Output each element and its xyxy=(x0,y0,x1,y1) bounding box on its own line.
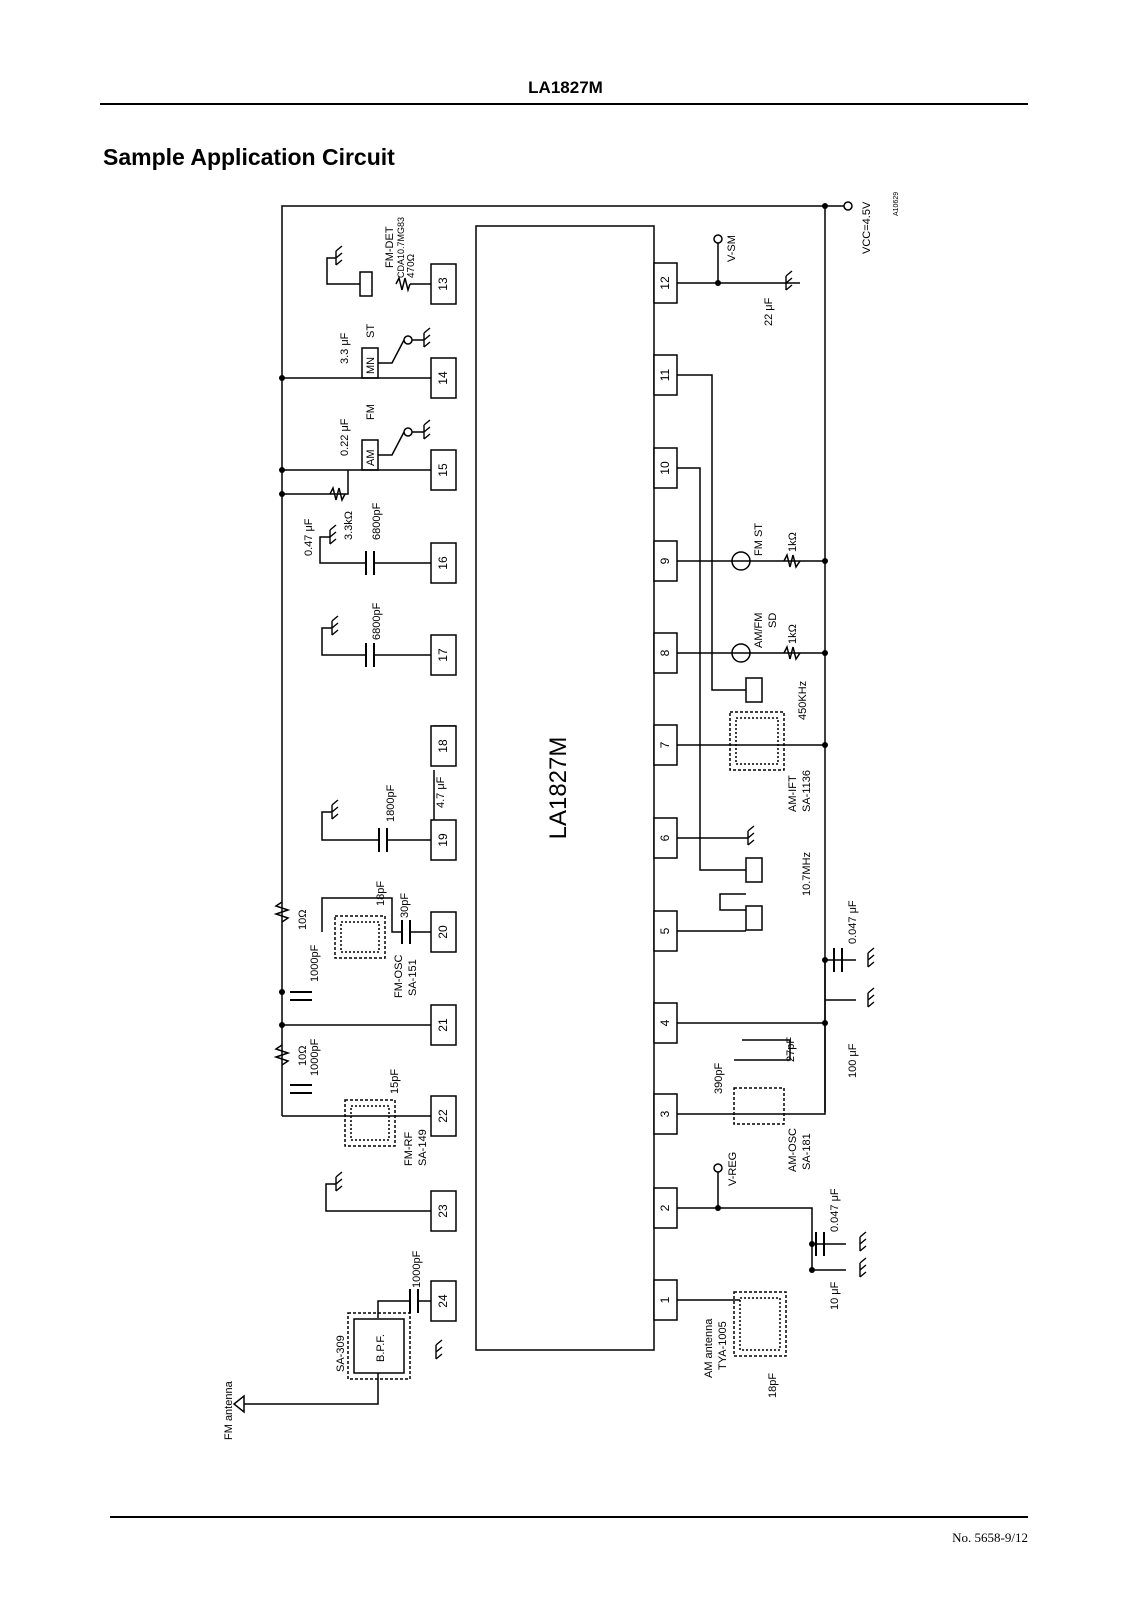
pin-6-label: 6 xyxy=(658,834,672,841)
pin-12-label: 12 xyxy=(658,276,672,290)
r10a-label: 10Ω xyxy=(297,910,309,930)
c1800-label: 1800pF xyxy=(385,784,397,822)
c27pf-label: 27pF xyxy=(785,1037,797,1062)
amosc-label: AM-OSC xyxy=(787,1128,799,1172)
ic-label: LA1827M xyxy=(545,737,572,840)
f107-label: 10.7MHz xyxy=(801,852,813,896)
pin-10-label: 10 xyxy=(658,461,672,475)
sa1136-label: SA-1136 xyxy=(801,770,813,812)
r33k-label: 3.3kΩ xyxy=(343,511,355,540)
footer-rule xyxy=(110,1516,1028,1518)
c6800b-label: 6800pF xyxy=(371,602,383,640)
am-antenna-label: AM antenna xyxy=(703,1318,715,1378)
sa151-label: SA-151 xyxy=(407,959,419,996)
c390pf-label: 390pF xyxy=(713,1063,725,1094)
pin-4-label: 4 xyxy=(658,1019,672,1026)
pin-8-label: 8 xyxy=(658,649,672,656)
r10b-label: 10Ω xyxy=(297,1046,309,1066)
pin-16-label: 16 xyxy=(436,556,450,570)
bpf-label: B.P.F. xyxy=(375,1334,387,1362)
f450-label: 450KHz xyxy=(797,681,809,720)
c6800a-label: 6800pF xyxy=(371,502,383,540)
fm-antenna-label: FM antenna xyxy=(223,1380,235,1440)
pin-17-label: 17 xyxy=(436,648,450,662)
st-label: ST xyxy=(365,324,377,338)
pin-20-label: 20 xyxy=(436,925,450,939)
c33-label: 3.3 μF xyxy=(339,332,351,364)
sa149-label: SA-149 xyxy=(417,1129,429,1166)
pin-7-label: 7 xyxy=(658,741,672,748)
r1k-a-label: 1kΩ xyxy=(787,532,799,552)
c022-label: 0.22 μF xyxy=(339,418,351,456)
figure-code: A10629 xyxy=(893,192,900,216)
pin-14-label: 14 xyxy=(436,371,450,385)
fm-det-label: FM-DET xyxy=(384,226,396,268)
c18pf-ant-label: 18pF xyxy=(767,1373,779,1398)
vreg-label: V-REG xyxy=(727,1152,739,1186)
fmosc-label: FM-OSC xyxy=(393,955,405,998)
pin-2-label: 2 xyxy=(658,1204,672,1211)
c18pf-osc-label: 18pF xyxy=(375,881,387,906)
sd-label: SD xyxy=(767,613,779,628)
cda-label: CDA10.7MG83 xyxy=(396,217,406,278)
c1000c-label: 1000pF xyxy=(411,1250,423,1288)
r470-label: 470Ω xyxy=(406,253,417,278)
fmst-label: FM ST xyxy=(753,523,765,556)
c30pf-label: 30pF xyxy=(399,893,411,918)
pin-3-label: 3 xyxy=(658,1110,672,1117)
pin-23-label: 23 xyxy=(436,1204,450,1218)
c0047a-label: 0.047 μF xyxy=(847,900,859,944)
fm-label: FM xyxy=(365,404,377,420)
pin-11-label: 11 xyxy=(658,368,672,381)
sa181-label: SA-181 xyxy=(801,1133,813,1170)
header-rule xyxy=(100,103,1028,105)
pin-22-label: 22 xyxy=(436,1109,450,1123)
pin-18-label: 18 xyxy=(436,739,450,753)
pin-21-label: 21 xyxy=(436,1018,450,1032)
c0047b-label: 0.047 μF xyxy=(829,1188,841,1232)
c100u-label: 100 μF xyxy=(847,1043,859,1078)
pin-5-label: 5 xyxy=(658,927,672,934)
pin-9-label: 9 xyxy=(658,557,672,564)
c047u-label: 0.47 μF xyxy=(303,518,315,556)
am-label: AM xyxy=(365,450,377,467)
c15pf-label: 15pF xyxy=(389,1069,401,1094)
pin-24-label: 24 xyxy=(436,1294,450,1308)
tya1005-label: TYA-1005 xyxy=(717,1321,729,1370)
vcc-terminal xyxy=(843,201,853,211)
amift-label: AM-IFT xyxy=(787,775,799,812)
c1000b-label: 1000pF xyxy=(309,1038,321,1076)
sa309-label: SA-309 xyxy=(335,1335,347,1372)
page-number: No. 5658-9/12 xyxy=(952,1530,1028,1545)
mn-label: MN xyxy=(365,357,377,374)
amfm-label: AM/FM xyxy=(753,613,765,648)
c1000a-label: 1000pF xyxy=(309,944,321,982)
vsm-label: V-SM xyxy=(726,235,738,262)
c47u-label: 4.7 μF xyxy=(435,776,447,808)
ic-body xyxy=(475,225,655,1351)
c22u-label: 22 μF xyxy=(763,297,775,326)
c10u-label: 10 μF xyxy=(829,1281,841,1310)
part-number-header: LA1827M xyxy=(528,78,603,97)
pin-15-label: 15 xyxy=(436,463,450,477)
pin-19-label: 19 xyxy=(436,833,450,847)
r1k-b-label: 1kΩ xyxy=(787,624,799,644)
pin-1-label: 1 xyxy=(658,1296,672,1303)
vcc-label: VCC=4.5V xyxy=(861,201,873,254)
section-title: Sample Application Circuit xyxy=(103,144,395,170)
fmrf-label: FM-RF xyxy=(403,1132,415,1166)
pin-13-label: 13 xyxy=(436,277,450,291)
